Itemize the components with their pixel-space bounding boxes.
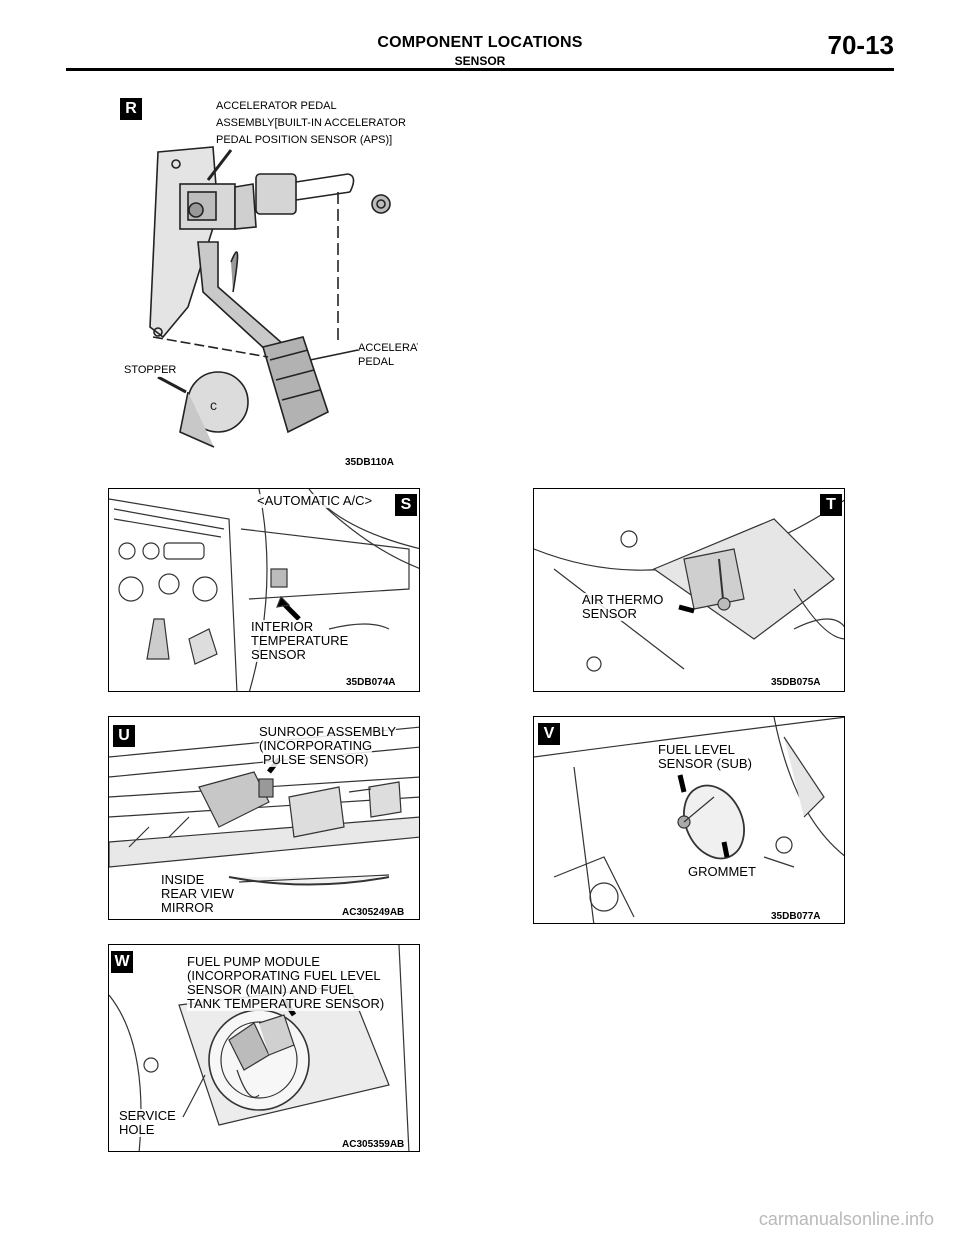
figure-sunroof-pulse-sensor: U SUNROOF ASSEMBLY (INCORPORATING PULSE … bbox=[108, 716, 420, 920]
figure-t-code: 35DB075A bbox=[770, 677, 822, 688]
page-number: 70-13 bbox=[827, 30, 895, 60]
fuel-level-label-line-1: FUEL LEVEL bbox=[658, 742, 735, 757]
section-subtitle: SENSOR bbox=[454, 54, 506, 68]
figure-interior-temperature-sensor: S <AUTOMATIC A/C> INTERIOR TEMPERATURE S… bbox=[108, 488, 420, 692]
sunroof-label-line-1: SUNROOF ASSEMBLY bbox=[259, 724, 397, 739]
figure-r-badge: R bbox=[120, 98, 142, 120]
figure-air-thermo-sensor: T AIR THERMO SENSOR 35DB075A bbox=[533, 488, 845, 692]
interior-temp-label-line-2: TEMPERATURE bbox=[251, 633, 349, 648]
accelerator-assembly-label-line-3: PEDAL POSITION SENSOR (APS)] bbox=[216, 134, 393, 147]
figure-s-code: 35DB074A bbox=[345, 677, 397, 688]
fuel-level-label-line-2: SENSOR (SUB) bbox=[658, 756, 752, 771]
mirror-label-line-3: MIRROR bbox=[161, 900, 214, 915]
service-hole-label-line-1: SERVICE bbox=[119, 1108, 176, 1123]
fuel-pump-label-line-2: (INCORPORATING FUEL LEVEL bbox=[187, 968, 381, 983]
figure-fuel-level-sensor-sub: V FUEL LEVEL SENSOR (SUB) GROMMET 35DB07… bbox=[533, 716, 845, 924]
accelerator-pedal-illustration: c bbox=[149, 146, 391, 448]
figure-w-badge: W bbox=[111, 951, 133, 973]
accelerator-assembly-label-line-1: ACCELERATOR PEDAL bbox=[216, 100, 337, 113]
figure-accelerator-pedal: c R ACCELERATOR PEDAL ASSEMBLY[BUILT-IN … bbox=[118, 92, 418, 472]
section-title: COMPONENT LOCATIONS bbox=[377, 34, 583, 51]
figure-v-badge: V bbox=[538, 723, 560, 745]
figure-u-code: AC305249AB bbox=[341, 907, 406, 918]
air-thermo-illustration bbox=[534, 499, 844, 672]
fuel-pump-label-line-1: FUEL PUMP MODULE bbox=[187, 954, 320, 969]
figure-w-code: AC305359AB bbox=[341, 1139, 406, 1150]
figure-fuel-pump-module: W FUEL PUMP MODULE (INCORPORATING FUEL L… bbox=[108, 944, 420, 1152]
accelerator-pedal-label-line-2: PEDAL bbox=[358, 356, 395, 369]
interior-temp-label-line-1: INTERIOR bbox=[251, 619, 314, 634]
accelerator-pedal-label-line-1: ACCELERATOR bbox=[358, 342, 418, 355]
mirror-label-line-2: REAR VIEW bbox=[161, 886, 234, 901]
interior-temp-label-line-3: SENSOR bbox=[251, 647, 306, 662]
sunroof-label-line-2: (INCORPORATING bbox=[259, 738, 373, 753]
sunroof-label-line-3: PULSE SENSOR) bbox=[263, 752, 369, 767]
figure-s-badge: S bbox=[395, 494, 417, 516]
fuel-pump-label-line-3: SENSOR (MAIN) AND FUEL bbox=[187, 982, 354, 997]
figure-t-badge: T bbox=[820, 494, 842, 516]
dashboard-illustration bbox=[109, 489, 419, 691]
figure-r-code: 35DB110A bbox=[344, 457, 395, 468]
accelerator-assembly-label-line-2: ASSEMBLY[BUILT-IN ACCELERATOR bbox=[216, 117, 406, 130]
grommet-label: GROMMET bbox=[688, 864, 756, 879]
air-thermo-label-line-2: SENSOR bbox=[582, 606, 637, 621]
air-thermo-label-line-1: AIR THERMO bbox=[582, 592, 664, 607]
stopper-label: STOPPER bbox=[124, 364, 177, 377]
watermark: carmanualsonline.info bbox=[758, 1209, 934, 1229]
figure-u-badge: U bbox=[113, 725, 135, 747]
fuel-pump-illustration bbox=[109, 945, 410, 1151]
service-hole-label-line-2: HOLE bbox=[119, 1122, 155, 1137]
header-rule bbox=[66, 68, 894, 71]
automatic-ac-title: <AUTOMATIC A/C> bbox=[257, 493, 373, 508]
svg-text:c: c bbox=[210, 397, 217, 413]
figure-v-code: 35DB077A bbox=[770, 911, 822, 922]
fuel-level-illustration bbox=[534, 717, 844, 923]
fuel-pump-label-line-4: TANK TEMPERATURE SENSOR) bbox=[187, 996, 385, 1011]
mirror-label-line-1: INSIDE bbox=[161, 872, 205, 887]
